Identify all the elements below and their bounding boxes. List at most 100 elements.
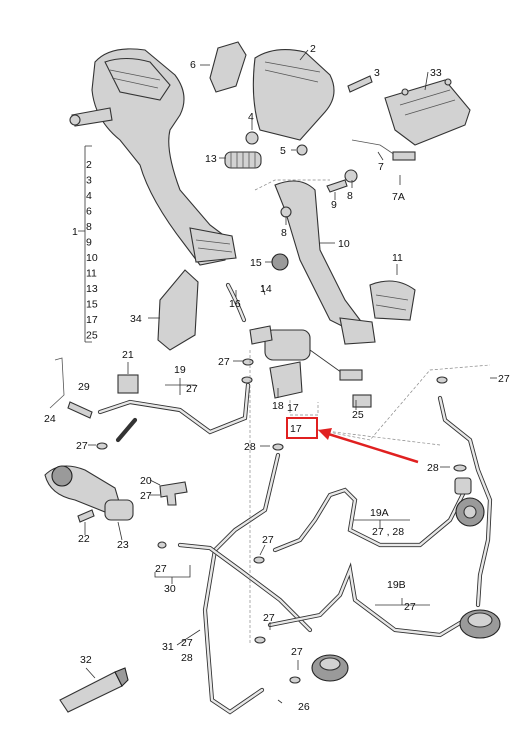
callout-19b: 19B <box>387 579 406 591</box>
callout-19a: 19A <box>370 507 389 519</box>
group-1-item: 8 <box>86 221 92 233</box>
group-1-list: 2 3 4 6 8 9 10 11 13 15 17 25 <box>86 159 98 342</box>
callout-4: 4 <box>248 111 254 123</box>
callout-33: 33 <box>430 67 442 79</box>
dashed-guides <box>249 179 491 645</box>
callout-14: 14 <box>260 283 272 295</box>
brake-pedal-assembly <box>252 49 416 345</box>
callout-13: 13 <box>205 153 217 165</box>
callout-27-30: 27 <box>155 563 167 575</box>
callout-1: 1 <box>72 226 78 238</box>
part-34-pad <box>157 269 199 351</box>
highlight-label: 17 <box>290 423 302 435</box>
part-13-spring <box>224 151 262 169</box>
callout-27-mc: 27 <box>218 356 230 368</box>
callout-23: 23 <box>117 539 129 551</box>
callout-22: 22 <box>78 533 90 545</box>
master-cylinder <box>249 325 363 381</box>
part-bolt <box>347 75 373 93</box>
callout-29: 29 <box>78 381 90 393</box>
part-5-nut <box>296 144 308 156</box>
clutch-pedal-assembly <box>69 48 237 266</box>
callout-27-19b: 27 <box>404 601 416 613</box>
callout-8-left: 8 <box>281 227 287 239</box>
callout-5: 5 <box>280 145 286 157</box>
slave-cylinder-lower <box>459 609 501 639</box>
callout-24: 24 <box>44 413 56 425</box>
group-1-item: 3 <box>86 175 92 187</box>
highlight-marker: 17 <box>286 417 419 464</box>
callout-16: 16 <box>229 298 241 310</box>
part-31-pipe <box>202 452 281 715</box>
callout-7: 7 <box>378 161 384 173</box>
callout-17-plain: 17 <box>287 402 299 414</box>
group-1-item: 10 <box>86 252 98 264</box>
group-1-item: 9 <box>86 237 92 249</box>
callout-7a: 7A <box>392 191 405 203</box>
part-19B-pipe <box>267 562 468 638</box>
callout-27-right: 27 <box>498 373 510 385</box>
callout-27-19: 27 <box>186 383 198 395</box>
group-1-item: 15 <box>86 299 98 311</box>
callout-26: 26 <box>298 701 310 713</box>
part-15-stop <box>271 253 289 271</box>
part-18-bracket <box>269 361 303 399</box>
part-25-clip <box>352 394 372 408</box>
part-9-pin <box>326 179 348 193</box>
group-1-item: 4 <box>86 190 92 202</box>
part-29-bolt <box>67 401 93 419</box>
group-1-item: 6 <box>86 206 92 218</box>
part-32-tube <box>59 667 129 713</box>
callout-19: 19 <box>174 364 186 376</box>
callout-15: 15 <box>250 257 262 269</box>
group-1-item: 17 <box>86 314 98 326</box>
group-1-item: 25 <box>86 330 98 342</box>
callout-labels: 1 2 6 3 33 4 5 13 7 7A 8 9 8 10 11 15 14… <box>44 43 510 713</box>
callout-28-31: 28 <box>181 652 193 664</box>
group-1-item: 13 <box>86 283 98 295</box>
callout-2: 2 <box>310 43 316 55</box>
part-30-pipe <box>177 542 313 633</box>
callout-9: 9 <box>331 199 337 211</box>
callout-18: 18 <box>272 400 284 412</box>
callout-11: 11 <box>392 252 403 264</box>
callout-10: 10 <box>338 238 350 250</box>
highlight-box <box>286 417 318 439</box>
part-21-clip <box>117 374 139 394</box>
callout-27-28: 27 , 28 <box>372 526 404 538</box>
slave-cylinder-bottom <box>311 654 349 682</box>
seal-rings <box>96 358 467 684</box>
callout-27-bottom: 27 <box>291 646 303 658</box>
part-8-clip-2 <box>280 206 292 218</box>
part-33-bracket <box>384 78 471 146</box>
highlight-arrow-head <box>318 428 332 440</box>
group-1-item: 11 <box>86 268 97 280</box>
part-20-fitting <box>159 481 188 506</box>
part-19-pipe-end <box>115 417 138 443</box>
callout-27-20: 27 <box>140 490 152 502</box>
callout-30: 30 <box>164 583 176 595</box>
callout-8-right: 8 <box>347 190 353 202</box>
callout-34: 34 <box>130 313 142 325</box>
callout-21: 21 <box>122 349 134 361</box>
leader-lines <box>78 49 497 704</box>
callout-27-left: 27 <box>76 440 88 452</box>
part-4-nut <box>245 131 259 145</box>
callout-27-31: 27 <box>181 637 193 649</box>
part-7-clip <box>392 151 416 161</box>
callout-6: 6 <box>190 59 196 71</box>
group-1-item: 2 <box>86 159 92 171</box>
part-24-bracket <box>49 357 65 409</box>
callout-32: 32 <box>80 654 92 666</box>
part-8-clip <box>344 169 358 183</box>
callout-27-mid: 27 <box>262 534 274 546</box>
part-23-cylinder <box>44 465 134 521</box>
part-22-bolt <box>77 509 95 523</box>
callout-27-lower: 27 <box>263 612 275 624</box>
callout-3: 3 <box>374 67 380 79</box>
highlight-arrow-line <box>321 430 419 464</box>
part-6-gasket <box>209 41 247 93</box>
slave-cylinder-upper <box>454 477 485 527</box>
